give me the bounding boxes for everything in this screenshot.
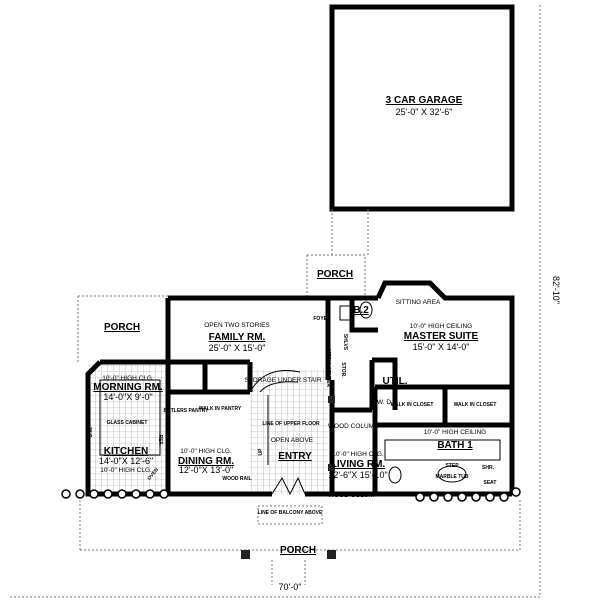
- family-room-note: OPEN TWO STORIES: [204, 322, 270, 329]
- living-room-label: LIVING RM.: [331, 459, 386, 470]
- washer-dryer-label: W. D.: [377, 399, 393, 406]
- glass-cabinet-label: GLASS CABINET: [107, 420, 148, 426]
- width-dimension: 70'-0": [279, 582, 302, 592]
- left-porch-label: PORCH: [104, 322, 140, 333]
- shelves-label: SHLVS: [342, 334, 348, 351]
- morning-room-size: 14'-0"X 9'-0": [103, 392, 152, 402]
- bath1-seat-label: SEAT: [484, 480, 497, 486]
- bath1-tub-label: MARBLE TUB: [435, 474, 468, 480]
- rear-porch-label: PORCH: [317, 269, 353, 280]
- balcony-line: [257, 505, 323, 525]
- family-room-size: 25'-0" X 15'-0": [209, 343, 266, 353]
- kitchen-floor: [88, 364, 168, 494]
- wood-column: [328, 396, 335, 403]
- left-porch: [77, 295, 168, 362]
- line-of-upper-floor-label: LINE OF UPPER FLOOR: [262, 421, 320, 427]
- bath1-step-label: STEP: [445, 463, 459, 469]
- porch-column: [327, 550, 336, 559]
- family-room-label: FAMILY RM.: [209, 332, 266, 343]
- sitting-area-label: SITTING AREA: [396, 299, 441, 306]
- dining-room-size: 12'-0"X 13'-0": [179, 465, 233, 475]
- garage-label: 3 CAR GARAGE: [386, 95, 463, 106]
- util-label: UTIL.: [383, 376, 408, 387]
- storage-label: STOR.: [340, 362, 346, 378]
- bath2-label: B.2: [353, 305, 369, 316]
- rear-porch: [306, 254, 366, 296]
- walk-in-closet-right-label: WALK IN CLOSET: [454, 402, 497, 408]
- master-suite-size: 15'-0" X 14'-0": [413, 342, 470, 352]
- kitchen-label: KITCHEN: [104, 446, 148, 457]
- wood-column: [328, 464, 335, 471]
- entry-label: ENTRY: [278, 451, 312, 462]
- garage-size: 25'-0" X 32'-6": [396, 107, 453, 117]
- bath1-note: 10'-0" HIGH CEILING: [424, 429, 486, 436]
- front-porch-label: PORCH: [280, 545, 316, 556]
- walk-in-pantry-label: WALK IN PANTRY: [199, 406, 242, 412]
- wood-column-top-label: WOOD COLUM: [328, 423, 374, 430]
- interior-walls: [99, 298, 512, 496]
- entry-floor: [250, 370, 328, 495]
- front-porch: [79, 500, 521, 551]
- refrigerator-label: REF.: [157, 435, 163, 446]
- porch-column: [241, 550, 250, 559]
- kitchen-size: 14'-0"X 12'-6": [99, 456, 153, 466]
- master-suite-note: 10'-0" HIGH CEILING: [410, 323, 472, 330]
- open-above-label: OPEN ABOVE: [271, 437, 314, 444]
- master-suite-label: MASTER SUITE: [404, 331, 479, 342]
- dining-room-label: DINING RM.: [178, 456, 234, 467]
- storage-under-stair-label: STORAGE UNDER STAIR: [244, 377, 321, 384]
- kitchen-note: 10'-0" HIGH CLG.: [100, 467, 152, 474]
- bath1-shower-label: SHR.: [482, 465, 495, 471]
- walk-in-closet-left-label: WALK IN CLOSET: [391, 402, 434, 408]
- morning-room-note: 10'-0" HIGH CLG.: [102, 375, 154, 382]
- media-center-label: MEDIA CENTER: [325, 349, 331, 387]
- morning-room-label: MORNING RM.: [93, 382, 163, 393]
- wood-column-bottom-label: WOOD COLUM: [328, 492, 374, 499]
- garage: [329, 4, 515, 255]
- balcony-label: LINE OF BALCONY ABOVE: [258, 510, 323, 516]
- butlers-pantry-label: BUTLERS PANTRY: [164, 408, 210, 414]
- dishwasher-label: D.W.: [88, 426, 94, 437]
- living-room-size: 12'-6"X 15'-10": [328, 470, 387, 480]
- bath1-label: BATH 1: [437, 440, 473, 451]
- shrubs: [61, 487, 521, 502]
- living-room-note: 10'-0" HIGH CLG.: [332, 451, 384, 458]
- foyer-label: FOYER: [313, 316, 331, 322]
- dining-room-note: 10'-0" HIGH CLG.: [180, 448, 232, 455]
- stair-up-label: UP: [258, 448, 264, 456]
- wood-rail-label: WOOD RAIL: [222, 476, 251, 482]
- depth-dimension: 82'-10": [551, 276, 561, 304]
